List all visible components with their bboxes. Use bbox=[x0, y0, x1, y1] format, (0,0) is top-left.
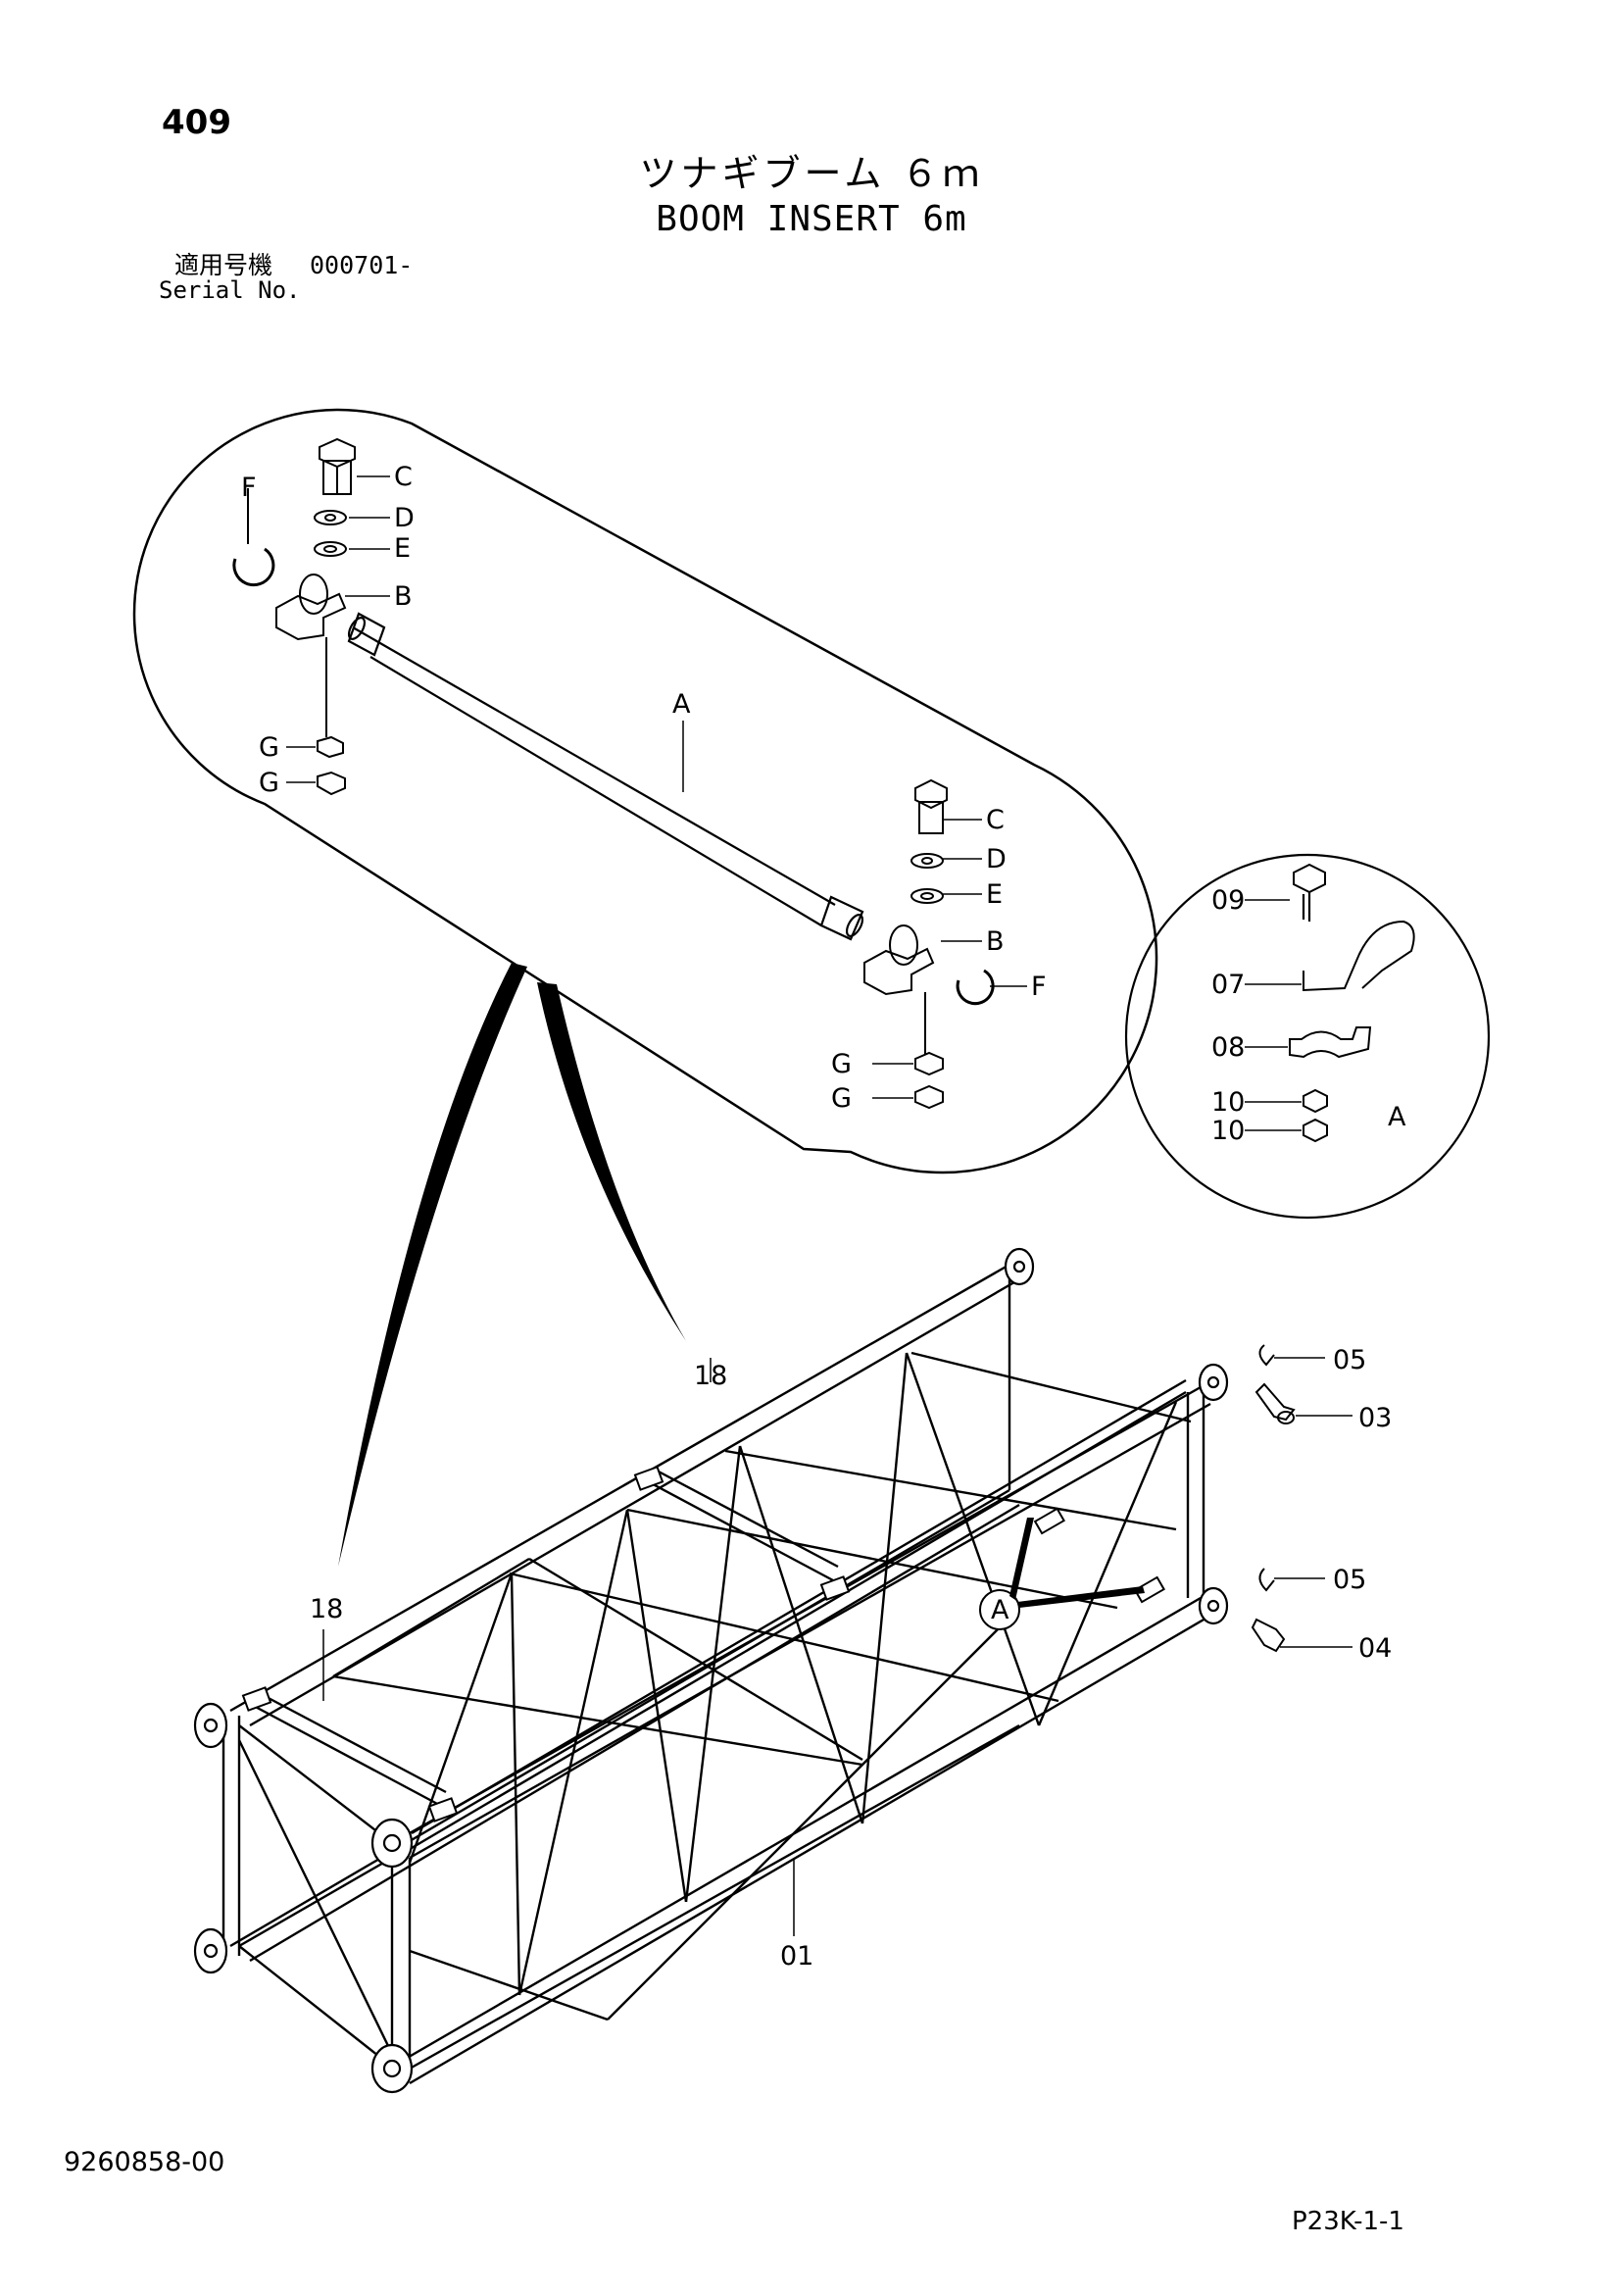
page-number: 409 bbox=[162, 103, 231, 142]
upper-detail-balloon bbox=[132, 408, 1158, 1174]
label-E-left: E bbox=[394, 533, 411, 564]
label-B-right: B bbox=[986, 926, 1005, 957]
label-07: 07 bbox=[1211, 970, 1245, 1000]
label-05-upper: 05 bbox=[1333, 1345, 1366, 1375]
label-04: 04 bbox=[1358, 1633, 1392, 1664]
label-G-left-1: G bbox=[259, 732, 279, 763]
label-A-circle: A bbox=[1388, 1102, 1406, 1132]
right-detail-leaders bbox=[1245, 899, 1302, 1131]
serial-value: 000701- bbox=[310, 251, 414, 279]
label-10-2: 10 bbox=[1211, 1116, 1245, 1146]
detail-leader-wedges bbox=[338, 963, 686, 1567]
boom-insert-frame bbox=[221, 1263, 1211, 2085]
label-08: 08 bbox=[1211, 1032, 1245, 1063]
upper-detail-labels: C D E B F G G A C D E B F G G bbox=[241, 462, 1047, 1114]
left-leader-lines bbox=[286, 475, 684, 792]
label-B-left: B bbox=[394, 581, 413, 612]
label-A-shaft: A bbox=[672, 689, 691, 720]
main-assembly-labels: 18 18 05 03 05 04 01 A bbox=[310, 1345, 1392, 1972]
label-09: 09 bbox=[1211, 885, 1245, 916]
pins-and-clips bbox=[1251, 1344, 1296, 1653]
right-detail-labels: 09 07 08 10 10 A bbox=[1211, 885, 1406, 1146]
label-G-right-2: G bbox=[831, 1083, 852, 1114]
label-C-right: C bbox=[986, 805, 1005, 835]
label-03: 03 bbox=[1358, 1403, 1392, 1433]
right-end-leaders bbox=[322, 1357, 1352, 1936]
title-english: BOOM INSERT 6m bbox=[656, 199, 967, 239]
label-E-right: E bbox=[986, 879, 1003, 910]
right-leader-lines bbox=[872, 819, 1027, 1099]
label-05-lower: 05 bbox=[1333, 1565, 1366, 1595]
page-code: P23K-1-1 bbox=[1292, 2207, 1404, 2236]
label-D-right: D bbox=[986, 844, 1007, 874]
right-hardware-stack bbox=[863, 778, 995, 1110]
document-number: 9260858-00 bbox=[64, 2147, 225, 2177]
label-G-left-2: G bbox=[259, 768, 279, 798]
label-F-left: F bbox=[241, 473, 257, 503]
label-A-callout: A bbox=[991, 1595, 1009, 1625]
serial-label-english: Serial No. bbox=[159, 276, 301, 304]
boom-end-lugs bbox=[193, 1247, 1229, 2094]
label-01: 01 bbox=[780, 1941, 813, 1972]
label-10-1: 10 bbox=[1211, 1087, 1245, 1118]
label-C-left: C bbox=[394, 462, 413, 492]
label-F-right: F bbox=[1031, 972, 1047, 1002]
callout-A bbox=[979, 1518, 1145, 1630]
label-18-upper: 18 bbox=[694, 1361, 727, 1391]
title-japanese: ツナギブーム ６ｍ bbox=[639, 152, 984, 195]
shaft-part bbox=[347, 612, 864, 941]
label-18-lower: 18 bbox=[310, 1594, 343, 1624]
serial-label-japanese: 適用号機 bbox=[174, 251, 273, 279]
label-D-left: D bbox=[394, 503, 415, 533]
label-G-right-1: G bbox=[831, 1049, 852, 1079]
right-detail-circle bbox=[1124, 853, 1491, 1220]
boom-brackets bbox=[241, 1466, 1165, 1822]
left-hardware-stack bbox=[232, 437, 356, 796]
